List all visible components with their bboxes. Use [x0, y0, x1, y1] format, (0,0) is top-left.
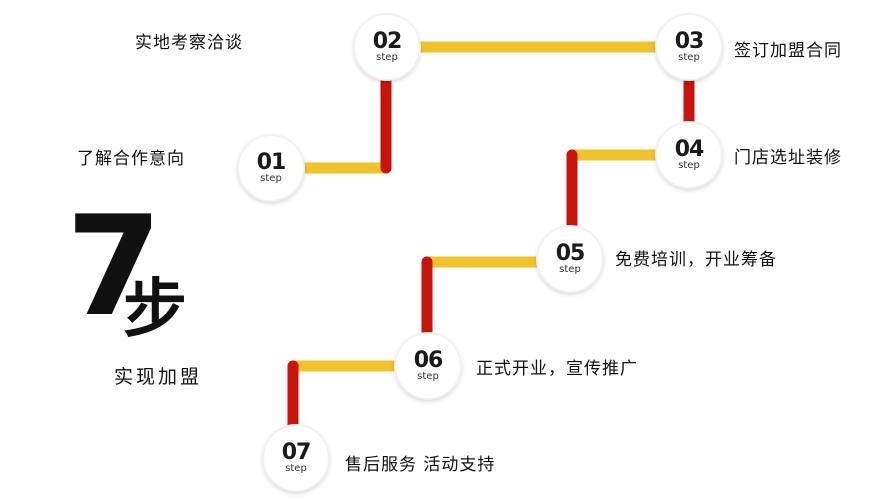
- step-05-sub: step: [559, 263, 581, 275]
- step-03-sub: step: [678, 51, 700, 63]
- headline-subtitle: 实现加盟: [114, 366, 203, 388]
- step-03-label: 签订加盟合同: [734, 41, 842, 61]
- step-01-circle: 01 step: [239, 136, 303, 200]
- step-06-label: 正式开业，宣传推广: [476, 359, 638, 379]
- step-04-sub: step: [678, 159, 700, 171]
- step-05-number: 05: [555, 240, 586, 266]
- step-03-circle: 03 step: [657, 15, 721, 79]
- step-01-label: 了解合作意向: [77, 149, 185, 169]
- step-02-circle: 02 step: [355, 15, 419, 79]
- step-06-sub: step: [417, 370, 439, 382]
- step-05-label: 免费培训，开业筹备: [615, 250, 777, 270]
- step-02-number: 02: [372, 28, 403, 54]
- step-01-sub: step: [260, 172, 282, 184]
- step-04-number: 04: [674, 136, 705, 162]
- step-02-sub: step: [376, 51, 398, 63]
- headline-number: 7: [66, 186, 163, 347]
- step-02-label: 实地考察洽谈: [135, 33, 243, 53]
- step-07-circle: 07 step: [264, 426, 328, 490]
- step-03-number: 03: [674, 28, 705, 54]
- step-07-number: 07: [281, 439, 312, 465]
- step-07-label: 售后服务 活动支持: [345, 455, 496, 475]
- headline-character: 步: [123, 273, 187, 347]
- step-05-circle: 05 step: [538, 227, 602, 291]
- step-01-number: 01: [256, 149, 287, 175]
- step-06-number: 06: [413, 347, 444, 373]
- step-07-sub: step: [285, 462, 307, 474]
- step-04-label: 门店选址装修: [734, 148, 842, 168]
- step-04-circle: 04 step: [657, 123, 721, 187]
- step-06-circle: 06 step: [396, 334, 460, 398]
